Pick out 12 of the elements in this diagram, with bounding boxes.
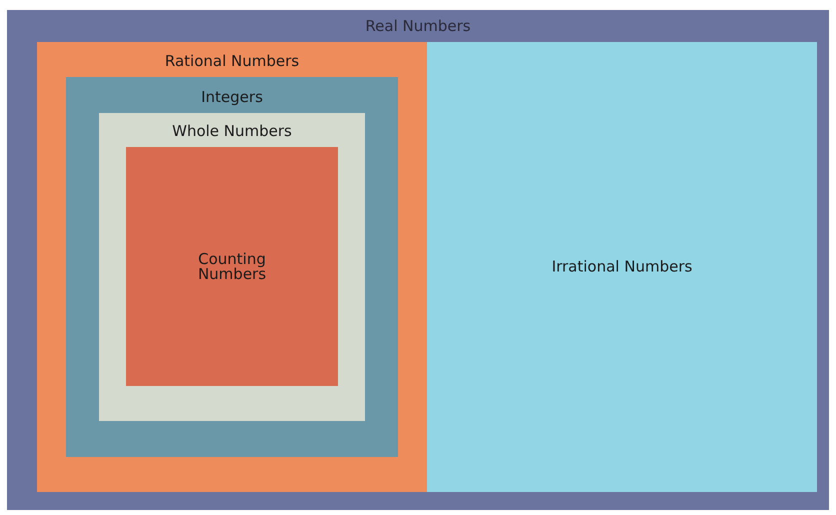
set-label: Integers [200,89,264,106]
set-label: Counting Numbers [196,252,268,282]
set-label: Rational Numbers [164,53,300,70]
set-region [66,77,398,457]
set-label: Irrational Numbers [550,258,694,276]
set-label: Whole Numbers [171,123,293,140]
set-region [427,42,817,492]
set-region [99,113,365,421]
set-region [37,42,427,492]
set-region [7,10,829,510]
set-region [126,147,338,386]
set-label: Real Numbers [364,18,472,35]
